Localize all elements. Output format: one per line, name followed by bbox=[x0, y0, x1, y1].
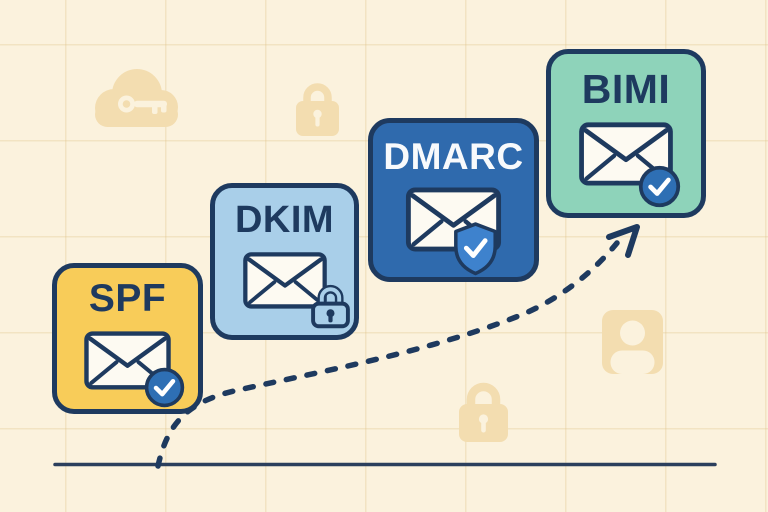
bimi-label: BIMI bbox=[581, 66, 671, 112]
padlock-icon bbox=[459, 382, 508, 442]
check-circle-icon bbox=[637, 164, 682, 209]
padlock-icon bbox=[310, 284, 350, 329]
shield-check-icon bbox=[454, 222, 497, 276]
user-icon bbox=[602, 310, 663, 374]
bimi-card: BIMI bbox=[546, 49, 706, 218]
dmarc-card: DMARC bbox=[368, 118, 539, 282]
check-circle-icon bbox=[143, 366, 186, 409]
padlock-icon bbox=[296, 83, 339, 136]
dmarc-envelope-group bbox=[405, 177, 502, 276]
dmarc-label: DMARC bbox=[383, 136, 524, 177]
spf-label: SPF bbox=[88, 277, 167, 320]
spf-card: SPF bbox=[52, 263, 203, 414]
arrowhead-icon bbox=[606, 224, 640, 258]
cloud-key-icon bbox=[95, 69, 178, 127]
dkim-card: DKIM bbox=[210, 183, 359, 340]
spf-envelope-group bbox=[83, 320, 172, 395]
dkim-label: DKIM bbox=[234, 199, 335, 241]
dkim-envelope-group bbox=[242, 241, 350, 329]
bimi-envelope-group bbox=[578, 111, 674, 191]
